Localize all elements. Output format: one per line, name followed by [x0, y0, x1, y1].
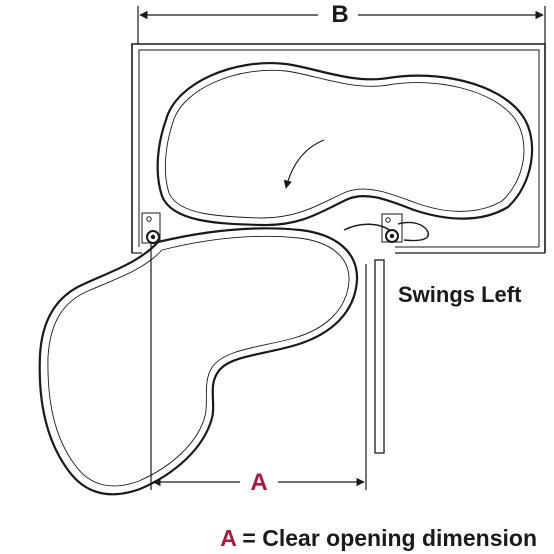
front-kidney-shelf — [38, 227, 359, 496]
right-bracket-screw-icon — [385, 217, 391, 223]
legend-key: A — [220, 525, 236, 551]
front-shelf-lip — [47, 235, 350, 487]
cabinet-door — [374, 259, 385, 454]
legend-text: Clear opening dimension — [262, 525, 537, 551]
swing-direction-label: Swings Left — [398, 282, 522, 307]
left-bracket-screw-icon — [146, 216, 152, 222]
cabinet-outline — [131, 43, 546, 253]
right-pivot-bolt-core — [389, 233, 395, 239]
left-pivot-bolt-core — [150, 234, 156, 240]
front-shelf-outer — [38, 227, 359, 496]
back-shelf-outer — [156, 62, 534, 227]
cabinet — [131, 43, 546, 254]
right-bracket-strap — [397, 221, 430, 242]
back-shelf-curved-arrow — [283, 139, 325, 189]
legend-caption: A = Clear opening dimension — [220, 525, 537, 551]
dim-a-label: A — [250, 469, 267, 496]
back-kidney-shelf — [156, 62, 534, 227]
dimension-b: B — [137, 1, 546, 44]
mounting-hardware — [141, 212, 430, 244]
right-mount-arm — [343, 223, 393, 233]
dimension-a: A — [150, 243, 367, 496]
cabinet-inner-wall — [138, 49, 540, 247]
back-shelf-lip — [164, 69, 525, 219]
dim-b-label: B — [331, 1, 348, 28]
legend-separator: = — [236, 525, 262, 551]
